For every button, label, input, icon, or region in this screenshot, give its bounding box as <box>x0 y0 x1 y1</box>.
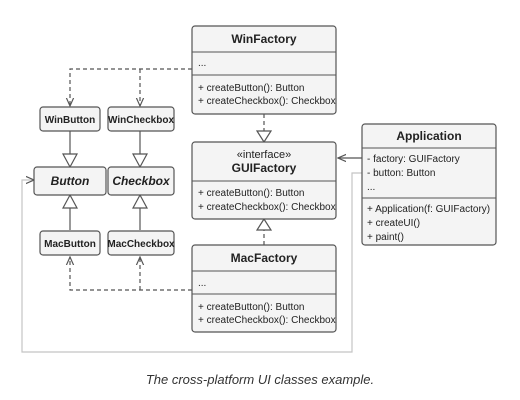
class-guifactory: «interface» GUIFactory + createButton():… <box>191 141 337 220</box>
class-winfactory: WinFactory ... + createButton(): Button … <box>191 25 337 115</box>
class-box <box>191 244 337 333</box>
class-name: MacFactory <box>231 251 298 265</box>
class-checkbox: Checkbox <box>107 166 175 196</box>
class-name: GUIFactory <box>232 161 297 175</box>
class-name: MacButton <box>44 239 96 250</box>
class-box <box>107 230 175 256</box>
class-box <box>107 106 175 132</box>
class-name: Button <box>51 174 90 188</box>
field-list-item: ... <box>198 278 206 289</box>
class-name: WinFactory <box>231 32 297 46</box>
method-list-item: + paint() <box>367 232 404 243</box>
macfactory-macbutton-dependency <box>70 257 192 291</box>
class-maccheckbox: MacCheckbox <box>107 230 175 256</box>
field-list-item: ... <box>198 58 206 69</box>
field-list-item: ... <box>367 182 375 193</box>
stereotype-label: «interface» <box>237 149 291 161</box>
class-macbutton: MacButton <box>39 230 101 256</box>
method-list-item: + createButton(): Button <box>198 302 304 313</box>
class-winbutton: WinButton <box>39 106 101 132</box>
class-name: WinCheckbox <box>108 115 174 126</box>
method-list-item: + createUI() <box>367 218 420 229</box>
inheritance-arrowhead <box>61 153 79 169</box>
field-list-item: - button: Button <box>367 168 435 179</box>
class-box <box>39 230 101 256</box>
inheritance-arrowhead <box>131 153 149 169</box>
class-box <box>361 123 497 246</box>
method-list-item: + createCheckbox(): Checkbox <box>198 96 336 107</box>
inheritance-arrowhead <box>61 193 79 209</box>
winfactory-winbutton-dependency <box>70 68 192 106</box>
class-wincheckbox: WinCheckbox <box>107 106 175 132</box>
field-list-item: - factory: GUIFactory <box>367 154 460 165</box>
method-list-item: + createButton(): Button <box>198 83 304 94</box>
class-macfactory: MacFactory ... + createButton(): Button … <box>191 244 337 333</box>
class-name: MacCheckbox <box>107 239 175 250</box>
class-box <box>107 166 175 196</box>
method-list-item: + createCheckbox(): Checkbox <box>198 315 336 326</box>
inheritance-arrowhead <box>131 193 149 209</box>
class-box <box>191 25 337 115</box>
method-list-item: + createCheckbox(): Checkbox <box>198 202 336 213</box>
method-list-item: + createButton(): Button <box>198 188 304 199</box>
figure-caption: The cross-platform UI classes example. <box>145 372 375 387</box>
realization-arrowhead <box>255 217 273 231</box>
class-box <box>39 106 101 132</box>
class-name: Checkbox <box>112 174 171 188</box>
class-application: Application - factory: GUIFactory - butt… <box>361 123 497 246</box>
uml-diagram: WinFactory ... + createButton(): Button … <box>21 25 497 353</box>
method-list-item: + Application(f: GUIFactory) <box>367 204 490 215</box>
application-button-association <box>21 172 362 353</box>
class-name: Application <box>396 129 461 143</box>
class-name: WinButton <box>45 115 95 126</box>
class-button: Button <box>33 166 107 196</box>
class-box <box>33 166 107 196</box>
realization-arrowhead <box>255 130 273 144</box>
